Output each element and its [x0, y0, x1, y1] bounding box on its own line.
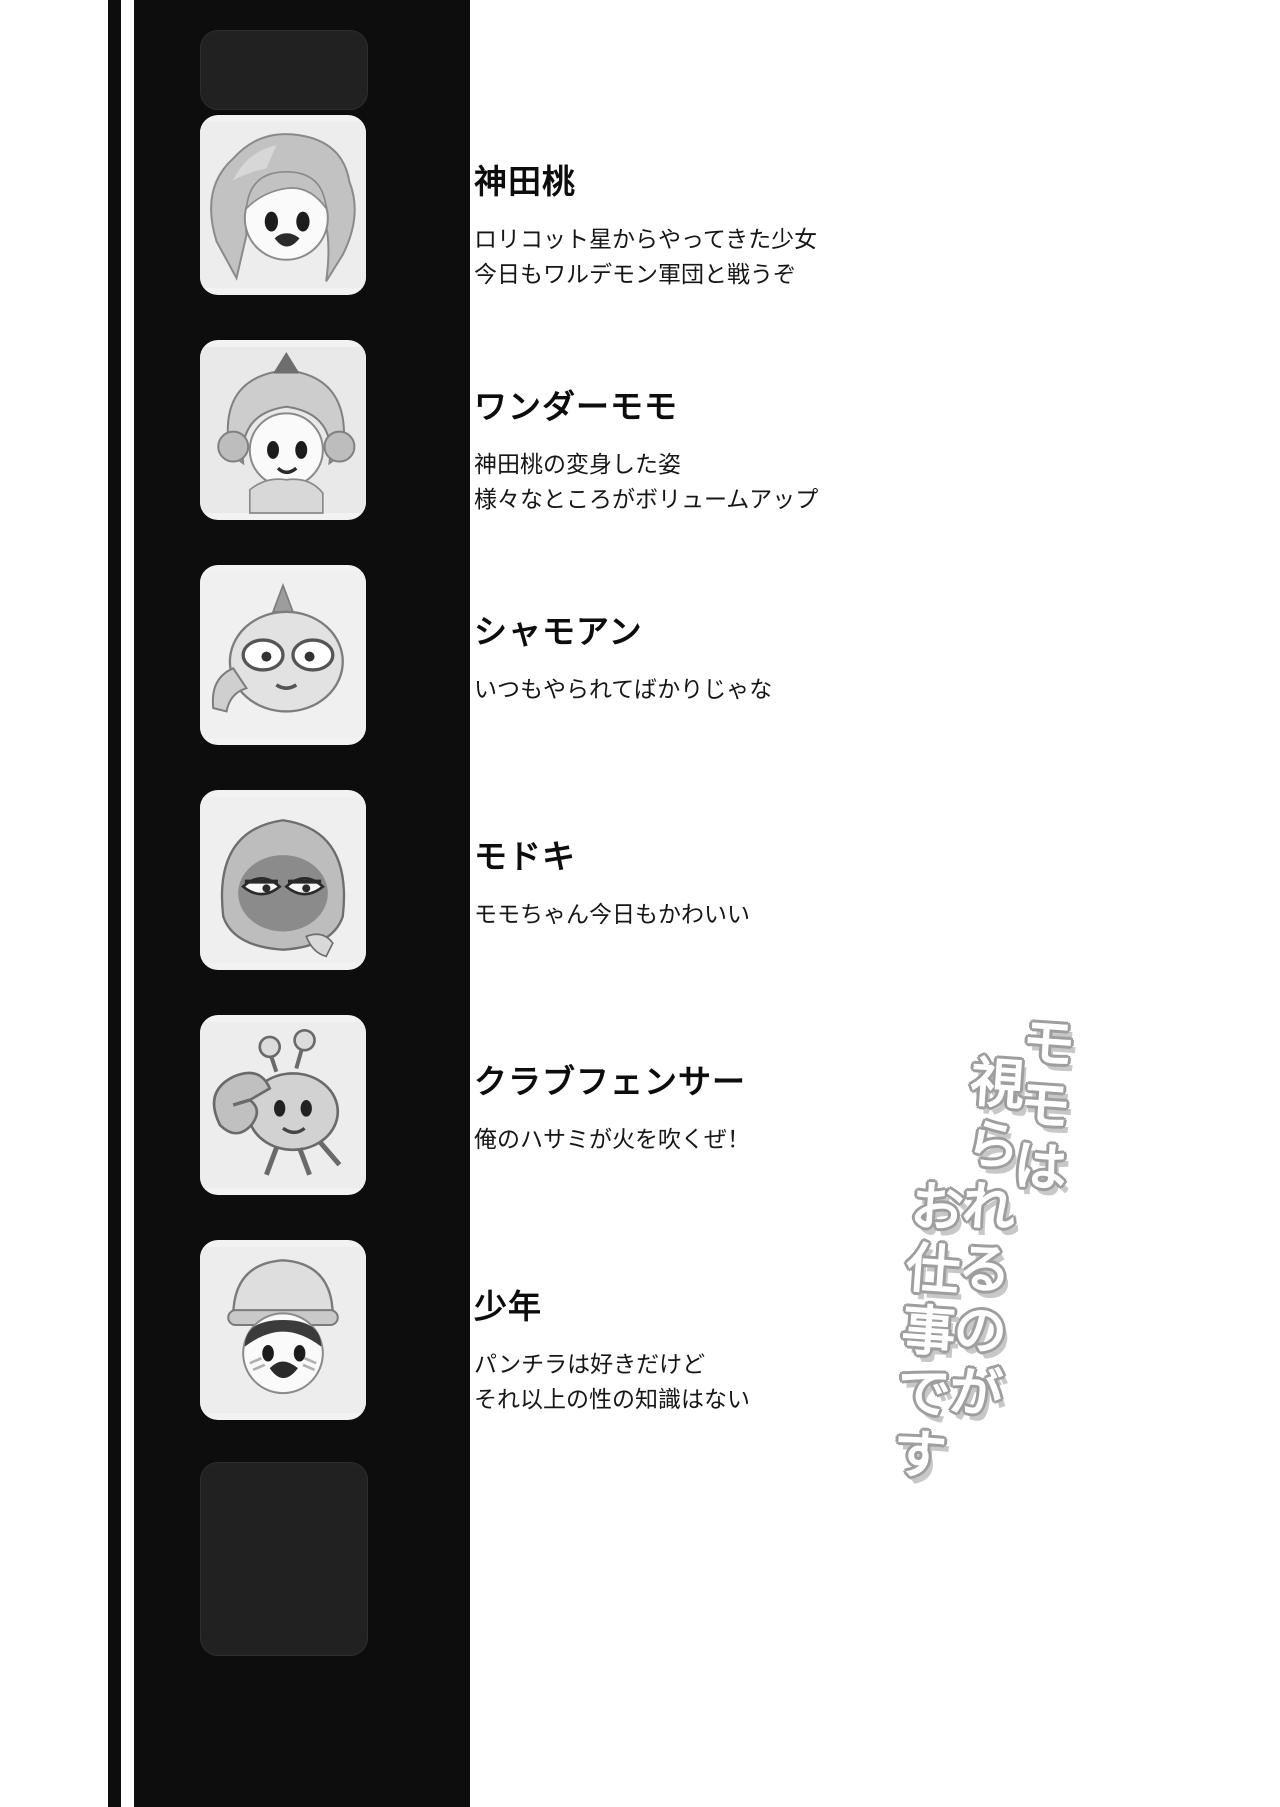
character-name: モドキ	[474, 837, 576, 876]
character-description: モモちゃん今日もかわいい	[474, 898, 904, 933]
portrait-shounen	[200, 1247, 366, 1413]
character-entry-kanda-momo: 神田桃 ロリコット星からやってきた少女 今日もワルデモン軍団と戦うぞ	[474, 161, 904, 293]
character-name: 少年	[474, 1287, 542, 1326]
portrait-shamoan	[200, 572, 366, 738]
character-entry-shamoan: シャモアン いつもやられてばかりじゃな	[474, 611, 904, 708]
character-description: 神田桃の変身した姿 様々なところがボリュームアップ	[474, 448, 904, 518]
description-line: 様々なところがボリュームアップ	[474, 487, 819, 513]
description-line: 今日もワルデモン軍団と戦うぞ	[474, 262, 796, 288]
character-entry-shounen: 少年 パンチラは好きだけど それ以上の性の知識はない	[474, 1286, 904, 1418]
film-frame-shamoan	[200, 565, 366, 745]
film-frame-wonder-momo	[200, 340, 366, 520]
description-line: いつもやられてばかりじゃな	[474, 677, 773, 703]
portrait-modoki	[200, 797, 366, 963]
portrait-crab-fencer	[200, 1022, 366, 1188]
film-frame-kanda-momo	[200, 115, 366, 295]
character-entry-modoki: モドキ モモちゃん今日もかわいい	[474, 836, 904, 933]
title-column: お仕事です	[881, 1176, 966, 1490]
character-name: ワンダーモモ	[474, 387, 678, 426]
description-line: モモちゃん今日もかわいい	[474, 902, 750, 928]
character-name: クラブフェンサー	[474, 1062, 746, 1101]
character-entry-crab-fencer: クラブフェンサー 俺のハサミが火を吹くぜ！	[474, 1061, 904, 1158]
character-description: 俺のハサミが火を吹くぜ！	[474, 1123, 904, 1158]
film-frame-empty-bottom	[200, 1462, 368, 1656]
character-entry-wonder-momo: ワンダーモモ 神田桃の変身した姿 様々なところがボリュームアップ	[474, 386, 904, 518]
film-frame-modoki	[200, 790, 366, 970]
character-description: ロリコット星からやってきた少女 今日もワルデモン軍団と戦うぞ	[474, 223, 904, 293]
character-name: 神田桃	[474, 162, 576, 201]
film-frame-empty-top	[200, 30, 368, 110]
character-description: パンチラは好きだけど それ以上の性の知識はない	[474, 1348, 904, 1418]
character-description: いつもやられてばかりじゃな	[474, 673, 904, 708]
character-name: シャモアン	[474, 612, 643, 651]
film-frame-shounen	[200, 1240, 366, 1420]
film-strip-edge	[108, 0, 121, 1807]
description-line: パンチラは好きだけど	[474, 1352, 706, 1378]
portrait-wonder-momo	[200, 347, 366, 514]
description-line: 俺のハサミが火を吹くぜ！	[474, 1127, 750, 1153]
description-line: 神田桃の変身した姿	[474, 452, 681, 478]
description-line: それ以上の性の知識はない	[474, 1387, 750, 1413]
description-line: ロリコット星からやってきた少女	[474, 227, 818, 253]
portrait-kanda-momo	[200, 122, 366, 288]
film-frame-crab-fencer	[200, 1015, 366, 1195]
